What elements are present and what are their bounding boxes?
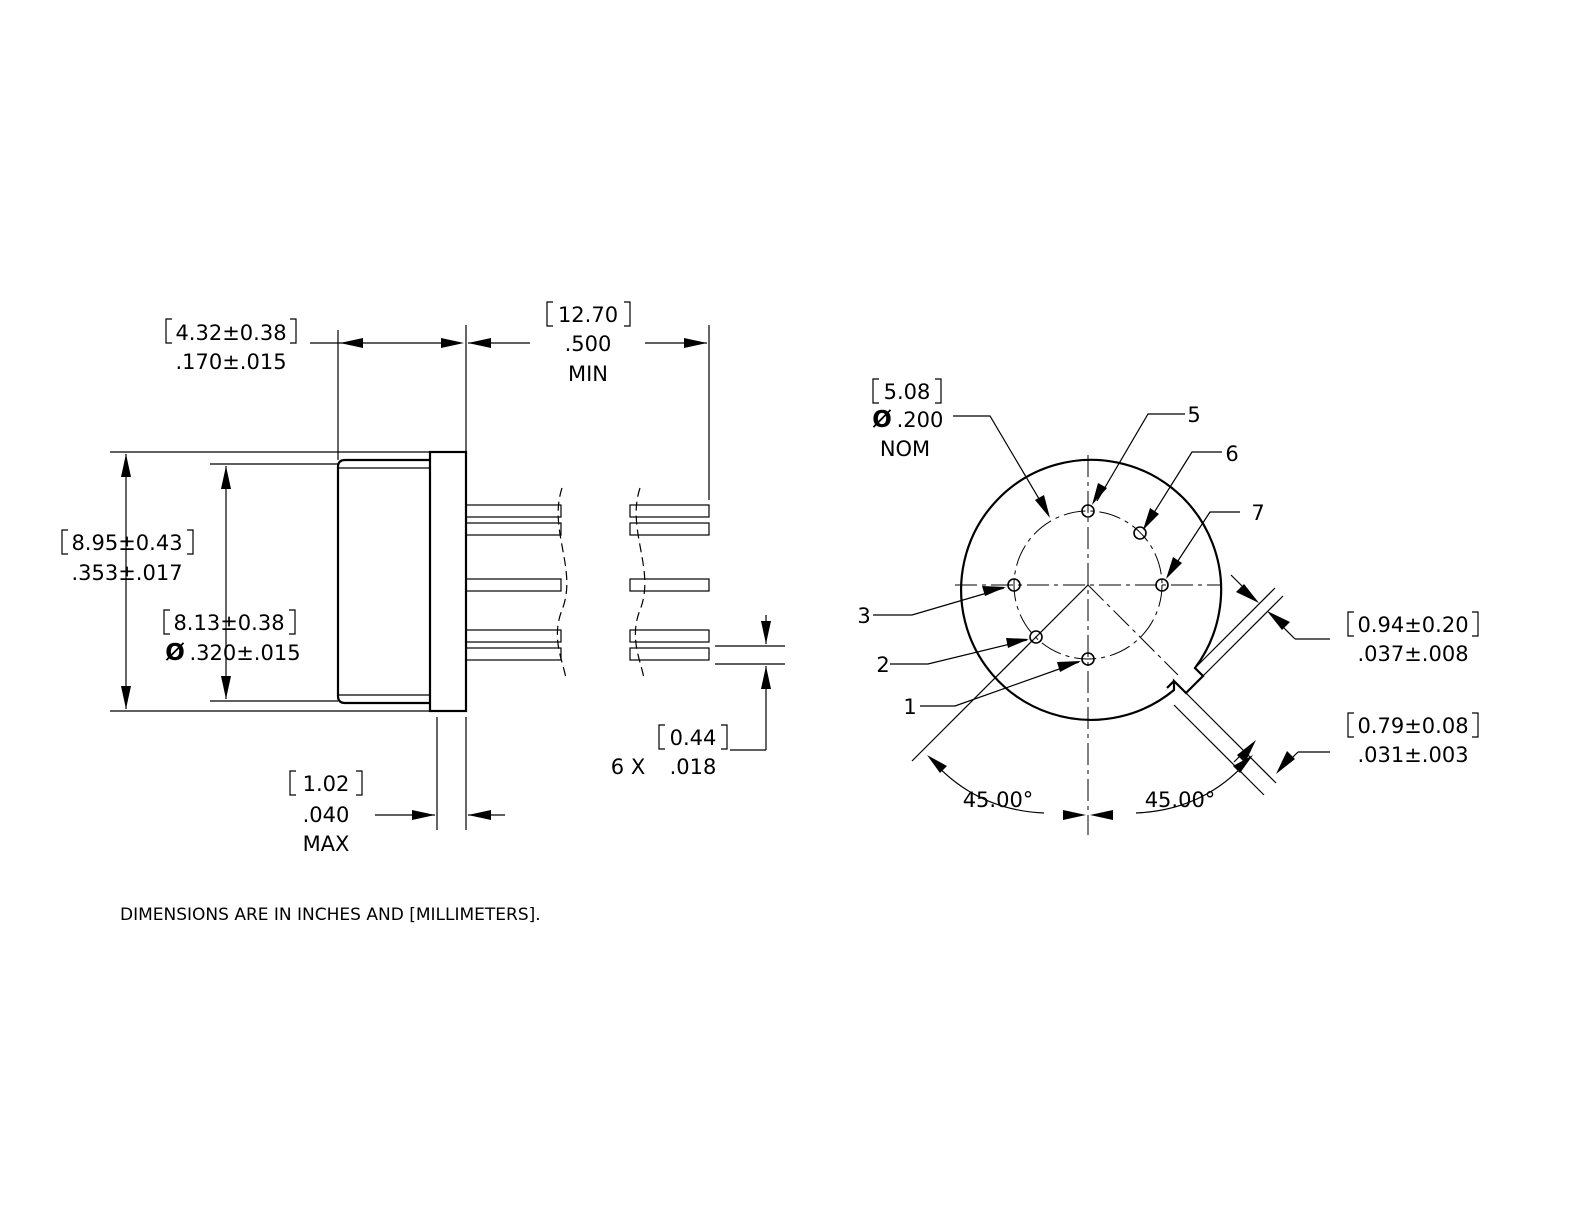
pin-label-7: 7 <box>1251 501 1264 525</box>
lead-length-qualifier: MIN <box>568 362 608 386</box>
pin-label-3: 3 <box>857 604 870 628</box>
lead-length-inch: .500 <box>565 332 612 356</box>
lead-diameter-mm: 0.44 <box>670 726 717 750</box>
flange-diameter-inch: .353±.017 <box>71 561 182 585</box>
side-view-labels: 4.32±0.38 .170±.015 12.70 .500 MIN 8.95±… <box>61 301 728 856</box>
pin-circle-qualifier: NOM <box>880 437 930 461</box>
cap-body <box>336 458 430 705</box>
pins <box>1007 504 1169 666</box>
flange-thickness-mm: 4.32±0.38 <box>175 321 286 345</box>
break-line <box>556 487 568 681</box>
side-view <box>110 325 785 830</box>
flange <box>428 450 468 713</box>
pin-circle-mm: 5.08 <box>884 380 931 404</box>
cap-diameter-mm: 8.13±0.38 <box>173 611 284 635</box>
cap-step-qualifier: MAX <box>303 832 350 856</box>
bottom-view-labels: 5.08 Ø .200 NOM 1 2 3 5 6 7 45.00° 45.00… <box>857 378 1479 812</box>
pin-label-1: 1 <box>903 695 916 719</box>
tab-width-inch: .031±.003 <box>1357 743 1468 767</box>
pin-circle-inch: .200 <box>897 408 944 432</box>
pin-label-2: 2 <box>876 653 889 677</box>
pin-circle-symbol: Ø <box>872 407 892 433</box>
lead-diameter-multiplier: 6 X <box>611 755 645 779</box>
cap-step-inch: .040 <box>303 803 350 827</box>
lead-diameter-inch: .018 <box>670 755 717 779</box>
tab-length-mm: 0.94±0.20 <box>1357 613 1468 637</box>
flange-outline <box>960 458 1223 721</box>
pin-label-5: 5 <box>1187 403 1200 427</box>
tab-length-inch: .037±.008 <box>1357 642 1468 666</box>
tab-width-mm: 0.79±0.08 <box>1357 714 1468 738</box>
leads <box>465 504 710 661</box>
pin-label-6: 6 <box>1225 442 1238 466</box>
flange-thickness-inch: .170±.015 <box>175 350 286 374</box>
lead-length-mm: 12.70 <box>558 303 618 327</box>
angle-right-label: 45.00° <box>1145 788 1216 812</box>
flange-diameter-mm: 8.95±0.43 <box>71 531 182 555</box>
cap-step-mm: 1.02 <box>303 772 350 796</box>
units-note: DIMENSIONS ARE IN INCHES AND [MILLIMETER… <box>120 905 541 925</box>
break-line <box>634 487 646 681</box>
flange-outline-tab <box>1166 680 1175 689</box>
bottom-view <box>873 413 1330 835</box>
cap-diameter-symbol: Ø <box>165 640 185 666</box>
cap-diameter-inch: .320±.015 <box>189 641 300 665</box>
angle-left-label: 45.00° <box>963 788 1034 812</box>
